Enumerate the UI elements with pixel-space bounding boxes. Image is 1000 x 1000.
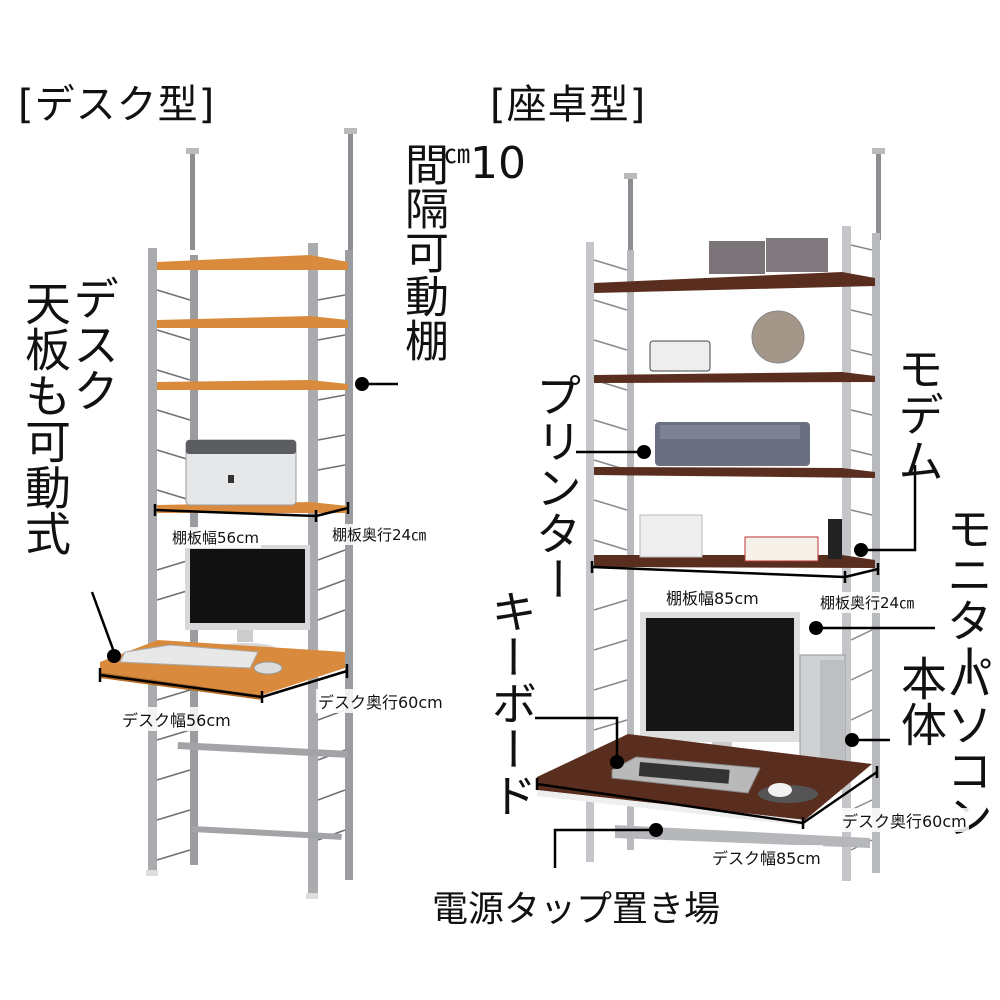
power-tap-storage-callout: 電源タップ置き場 [432,889,721,930]
right-desk-depth-label: デスク奥行60cm [840,808,969,832]
desk-type-title: [デスク型] [18,82,216,128]
left-shelf-width-label: 棚板幅56cm [170,527,261,548]
left-desk-width-label: デスク幅56cm [120,707,233,731]
floor-desk-type-title: [座卓型] [490,82,647,128]
desk-callout-line2: 天板も可動式 [18,280,72,556]
right-shelf-width-label: 棚板幅85cm [664,585,761,609]
shelf-interval-number: 10 [470,138,527,189]
floor-desk-type-rack [535,148,935,881]
printer-callout: プリンター [529,372,583,602]
pc-callout-line2: 本体 [894,655,948,747]
right-shelf-depth-label: 棚板奥行24㎝ [818,592,917,613]
desk-type-rack [90,128,398,899]
keyboard-callout: キーボード [484,588,538,818]
left-shelf-depth-label: 棚板奥行24㎝ [330,524,429,545]
desk-callout-line1: デスク [66,275,120,413]
left-desk-depth-label: デスク奥行60cm [316,689,445,713]
modem-callout: モデム [891,345,945,483]
monitor-callout: モニター [940,505,994,689]
shelf-interval-unit: ㎝ [444,140,471,170]
right-desk-width-label: デスク幅85cm [710,845,823,869]
movable-shelf-callout: 10 ㎝ 間隔可動棚 [397,138,527,363]
shelf-interval-text: 間隔可動棚 [397,142,448,362]
